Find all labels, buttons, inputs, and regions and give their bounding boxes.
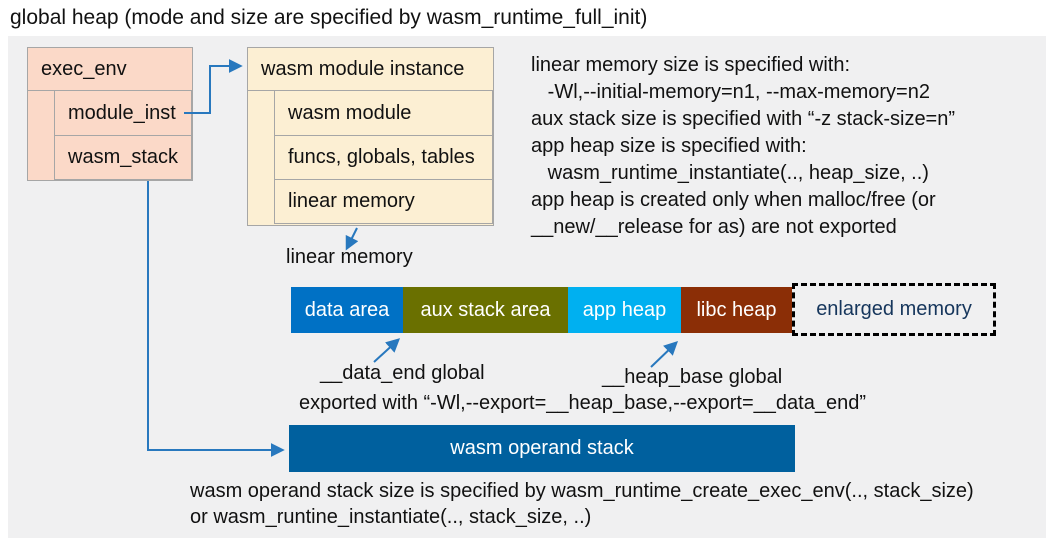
- note-line: or wasm_runtine_instantiate(.., stack_si…: [190, 506, 592, 528]
- note-line: aux stack size is specified with “-z sta…: [531, 108, 956, 130]
- operand-stack-notes: wasm operand stack size is specified by …: [190, 478, 974, 530]
- instance-row-funcs-globals-tables: funcs, globals, tables: [274, 135, 493, 180]
- linear-memory-bar: data area aux stack area app heap libc h…: [291, 287, 792, 333]
- note-line: __new/__release for as) are not exported: [531, 216, 897, 238]
- segment-aux-stack-area: aux stack area: [403, 287, 568, 333]
- linear-memory-label: linear memory: [286, 246, 413, 268]
- note-line: wasm_runtime_instantiate(.., heap_size, …: [531, 162, 929, 184]
- instance-row-wasm-module: wasm module: [274, 91, 493, 136]
- exec-env-row-module-inst: module_inst: [54, 91, 192, 136]
- note-line: app heap is created only when malloc/fre…: [531, 189, 936, 211]
- exec-env-rows: module_inst wasm_stack: [54, 91, 192, 180]
- instance-row-linear-memory: linear memory: [274, 179, 493, 224]
- segment-app-heap: app heap: [568, 287, 681, 333]
- wasm-module-instance-box: wasm module instance wasm module funcs, …: [247, 47, 494, 226]
- exec-env-box: exec_env module_inst wasm_stack: [27, 47, 193, 181]
- heap-base-global-label: __heap_base global: [602, 366, 783, 388]
- diagram-title: global heap (mode and size are specified…: [10, 6, 648, 29]
- segment-data-area: data area: [291, 287, 403, 333]
- exec-env-header: exec_env: [28, 48, 192, 91]
- exec-env-row-wasm-stack: wasm_stack: [54, 135, 192, 180]
- exported-flags-label: exported with “-Wl,--export=__heap_base,…: [299, 392, 866, 414]
- segment-enlarged-memory: enlarged memory: [792, 283, 996, 336]
- wasm-module-instance-rows: wasm module funcs, globals, tables linea…: [274, 91, 493, 224]
- segment-libc-heap: libc heap: [681, 287, 792, 333]
- memory-size-notes: linear memory size is specified with: -W…: [531, 52, 955, 241]
- note-line: app heap size is specified with:: [531, 135, 807, 157]
- data-end-global-label: __data_end global: [320, 362, 485, 384]
- note-line: linear memory size is specified with:: [531, 54, 850, 76]
- wasm-module-instance-header: wasm module instance: [248, 48, 493, 91]
- note-line: -Wl,--initial-memory=n1, --max-memory=n2: [531, 81, 930, 103]
- note-line: wasm operand stack size is specified by …: [190, 480, 974, 502]
- wasm-operand-stack-bar: wasm operand stack: [289, 425, 795, 472]
